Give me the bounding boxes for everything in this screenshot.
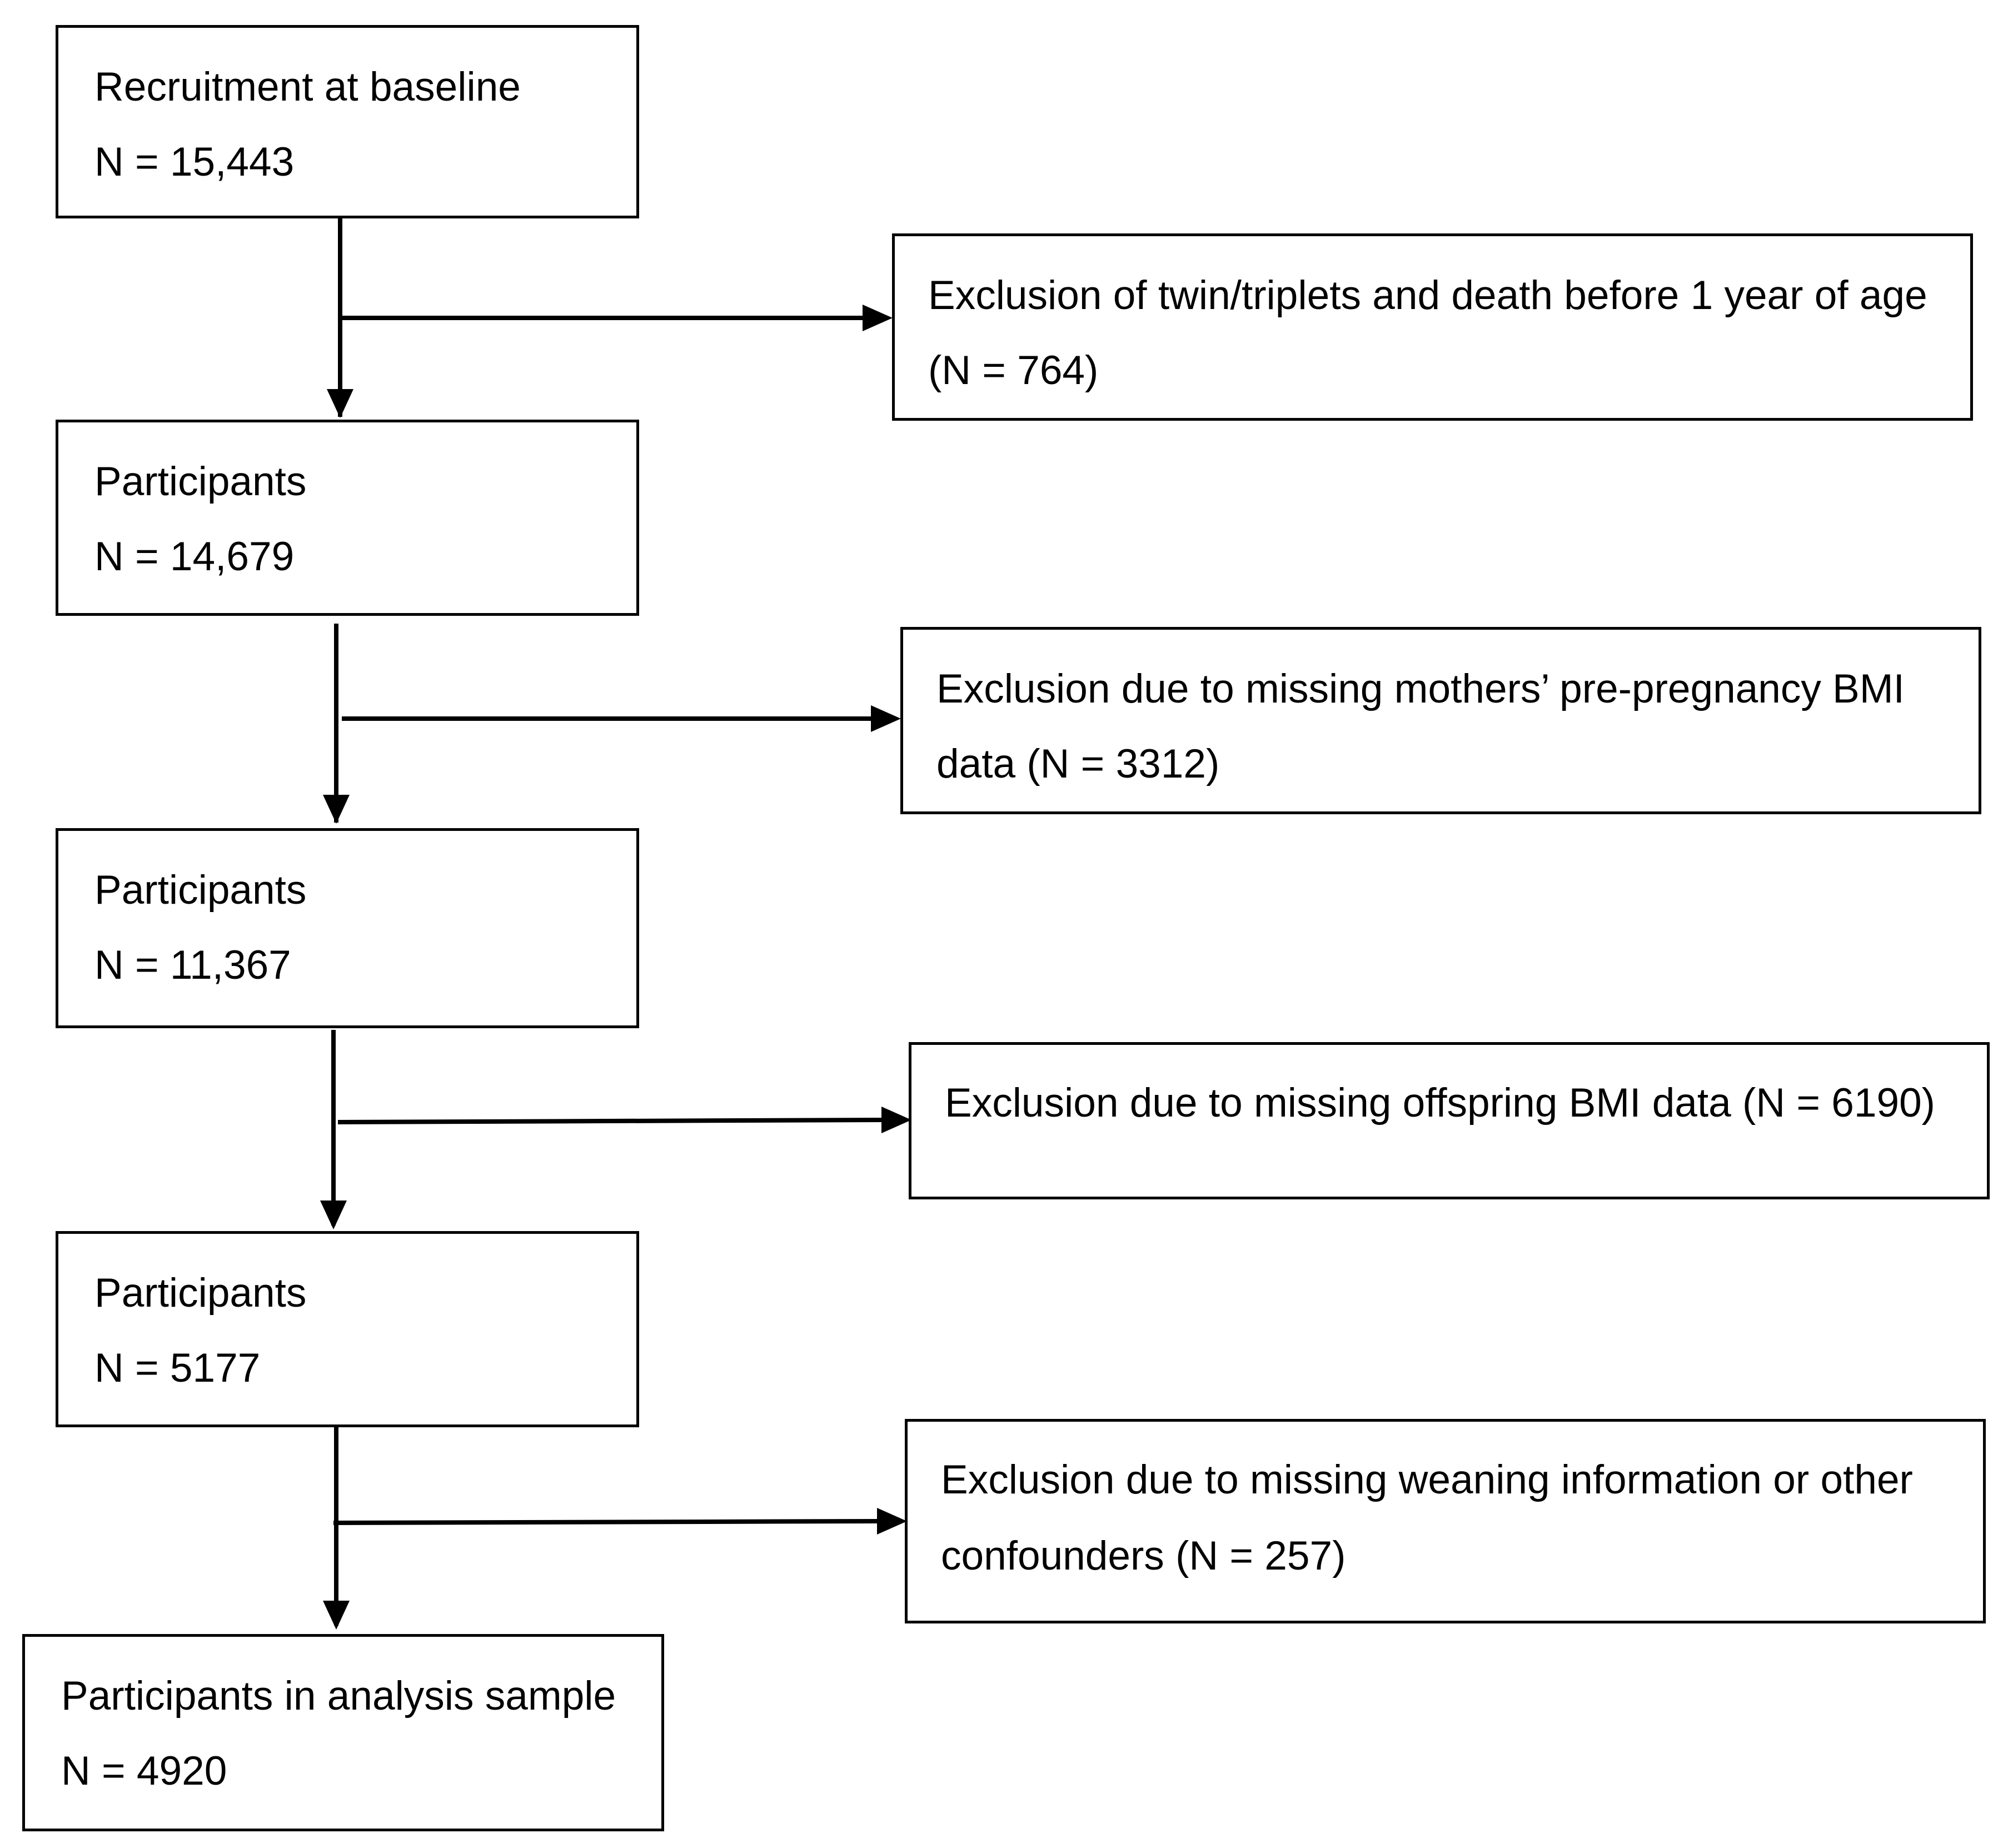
exclusion-text-line2: confounders (N = 257) bbox=[941, 1533, 1346, 1578]
step-label: Recruitment at baseline bbox=[94, 64, 521, 109]
arrowhead-right-4 bbox=[877, 1508, 907, 1535]
exclusion-box-3: Exclusion due to missing offspring BMI d… bbox=[909, 1042, 1990, 1199]
arrowhead-right-2 bbox=[871, 705, 901, 732]
arrowhead-right-1 bbox=[863, 305, 893, 331]
exclusion-text-line1: Exclusion due to missing weaning informa… bbox=[941, 1457, 1913, 1502]
step-count: N = 11,367 bbox=[94, 943, 291, 988]
step-count: N = 15,443 bbox=[94, 140, 295, 185]
step-box-participants-3: Participants N = 5177 bbox=[56, 1231, 639, 1427]
arrowhead-down-2 bbox=[323, 795, 350, 824]
step-label: Participants bbox=[94, 868, 307, 913]
step-box-participants-1: Participants N = 14,679 bbox=[56, 420, 639, 616]
exclusion-box-1: Exclusion of twin/triplets and death bef… bbox=[892, 233, 1973, 421]
arrowhead-right-3 bbox=[881, 1107, 911, 1133]
step-box-recruitment: Recruitment at baseline N = 15,443 bbox=[56, 25, 639, 218]
step-count: N = 4920 bbox=[61, 1749, 227, 1794]
step-box-analysis-sample: Participants in analysis sample N = 4920 bbox=[22, 1634, 664, 1831]
exclusion-text-line1: Exclusion due to missing mothers’ pre-pr… bbox=[936, 666, 1905, 711]
step-count: N = 14,679 bbox=[94, 534, 295, 579]
exclusion-text-line2: data (N = 3312) bbox=[936, 741, 1220, 786]
exclusion-text-line2: (N = 764) bbox=[928, 348, 1099, 393]
arrowhead-down-4 bbox=[323, 1601, 350, 1630]
step-label: Participants bbox=[94, 459, 307, 504]
step-count: N = 5177 bbox=[94, 1346, 261, 1391]
arrow-right-4 bbox=[333, 1519, 879, 1525]
arrow-right-3 bbox=[337, 1118, 883, 1124]
exclusion-box-2: Exclusion due to missing mothers’ pre-pr… bbox=[900, 627, 1981, 814]
step-box-participants-2: Participants N = 11,367 bbox=[56, 828, 639, 1028]
exclusion-text-line1: Exclusion of twin/triplets and death bef… bbox=[928, 273, 1927, 318]
exclusion-box-4: Exclusion due to missing weaning informa… bbox=[905, 1419, 1986, 1623]
arrowhead-down-1 bbox=[327, 389, 353, 418]
arrowhead-down-3 bbox=[320, 1201, 347, 1229]
exclusion-text-line1: Exclusion due to missing offspring BMI d… bbox=[945, 1080, 1935, 1125]
step-label: Participants in analysis sample bbox=[61, 1673, 616, 1719]
step-label: Participants bbox=[94, 1271, 307, 1316]
